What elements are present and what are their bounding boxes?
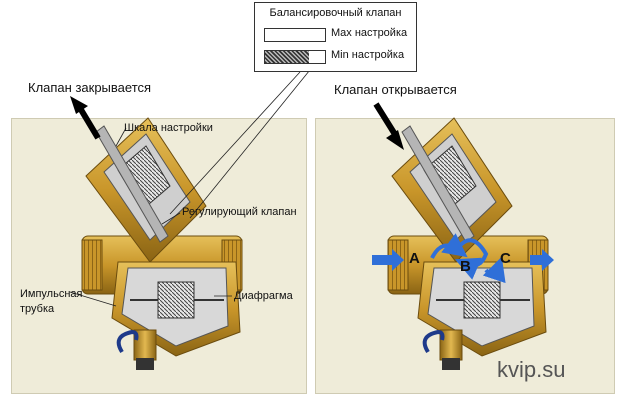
regulating-valve-label: Регулирующий клапан xyxy=(182,206,297,218)
flow-point-a: A xyxy=(409,250,420,267)
left-leader-lines xyxy=(69,59,319,307)
impulse-tube-label-line1: Импульсная xyxy=(20,288,83,300)
flow-point-c: C xyxy=(500,250,511,267)
left-heading: Клапан закрывается xyxy=(28,80,152,95)
min-setting-label: Min настройка xyxy=(331,49,405,61)
diaphragm-label: Диафрагма xyxy=(234,290,293,302)
right-heading: Клапан открывается xyxy=(334,82,457,97)
flow-arrows xyxy=(372,233,554,284)
site-watermark: kvip.su xyxy=(497,357,566,382)
min-setting-swatch xyxy=(264,50,326,64)
max-setting-swatch xyxy=(264,28,326,42)
left-valve-body xyxy=(70,96,243,370)
legend-title: Балансировочный клапан xyxy=(269,7,402,19)
right-valve-body xyxy=(373,102,549,370)
impulse-tube-label-line2: трубка xyxy=(20,303,55,315)
max-setting-label: Max настройка xyxy=(331,27,408,39)
scale-label: Шкала настройки xyxy=(124,122,213,134)
legend-box: Балансировочный клапан Max настройка Min… xyxy=(254,2,417,72)
flow-point-b: B xyxy=(460,258,471,275)
